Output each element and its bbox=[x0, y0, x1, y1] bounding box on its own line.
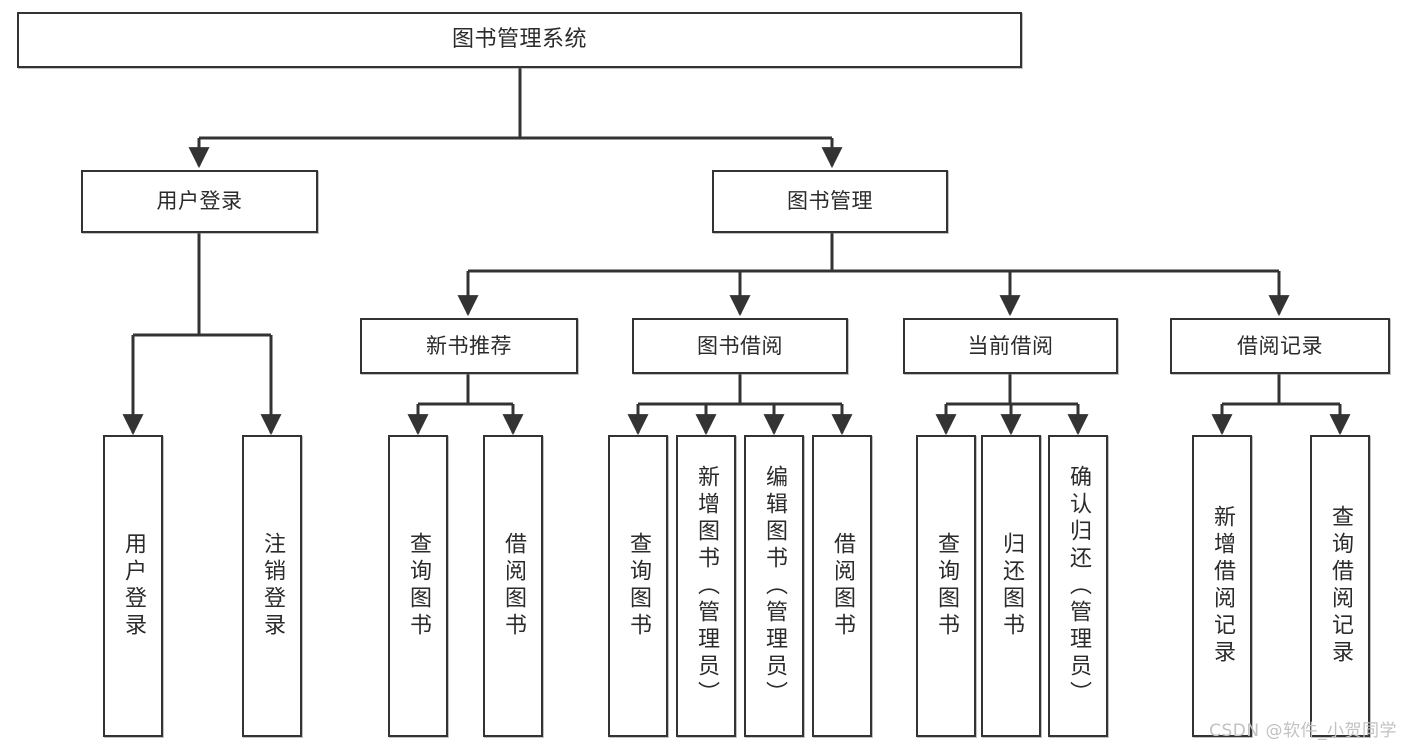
node-user-login[interactable]: 用户登录 bbox=[81, 170, 318, 233]
node-label: 注销登录 bbox=[260, 532, 285, 640]
node-label: 借阅图书 bbox=[830, 532, 855, 640]
node-label: 借阅记录 bbox=[1237, 333, 1323, 358]
node-label: 确认归还（管理员） bbox=[1066, 464, 1091, 708]
node-label: 查询图书 bbox=[934, 532, 959, 640]
node-label: 当前借阅 bbox=[967, 333, 1054, 358]
node-leaf-borrow-book-recommend[interactable]: 借阅图书 bbox=[483, 435, 543, 737]
node-leaf-query-book-borrow[interactable]: 查询图书 bbox=[608, 435, 668, 737]
node-leaf-add-borrow-record[interactable]: 新增借阅记录 bbox=[1192, 435, 1252, 737]
node-leaf-return-book[interactable]: 归还图书 bbox=[981, 435, 1041, 737]
node-leaf-query-book-current[interactable]: 查询图书 bbox=[916, 435, 976, 737]
node-leaf-user-login[interactable]: 用户登录 bbox=[103, 435, 163, 737]
node-label: 查询图书 bbox=[626, 532, 651, 640]
node-leaf-add-book-admin[interactable]: 新增图书（管理员） bbox=[676, 435, 736, 737]
node-book-borrow[interactable]: 图书借阅 bbox=[632, 318, 848, 374]
node-book-management[interactable]: 图书管理 bbox=[712, 170, 948, 233]
node-leaf-edit-book-admin[interactable]: 编辑图书（管理员） bbox=[744, 435, 804, 737]
node-label: 图书管理系统 bbox=[451, 27, 587, 53]
node-label: 新书推荐 bbox=[426, 333, 512, 358]
node-label: 用户登录 bbox=[121, 532, 146, 640]
node-current-borrow[interactable]: 当前借阅 bbox=[903, 318, 1118, 374]
node-leaf-confirm-return-admin[interactable]: 确认归还（管理员） bbox=[1048, 435, 1108, 737]
node-label: 编辑图书（管理员） bbox=[762, 464, 787, 708]
node-leaf-logout[interactable]: 注销登录 bbox=[242, 435, 302, 737]
node-leaf-borrow-book[interactable]: 借阅图书 bbox=[812, 435, 872, 737]
node-label: 借阅图书 bbox=[501, 532, 526, 640]
node-label: 图书管理 bbox=[787, 189, 873, 214]
node-label: 用户登录 bbox=[156, 189, 243, 214]
csdn-watermark: CSDN @软件_小贺同学 bbox=[1209, 721, 1397, 741]
node-leaf-query-borrow-record[interactable]: 查询借阅记录 bbox=[1310, 435, 1370, 737]
node-root-book-management-system[interactable]: 图书管理系统 bbox=[17, 12, 1022, 68]
node-leaf-query-book-recommend[interactable]: 查询图书 bbox=[388, 435, 448, 737]
node-new-book-recommend[interactable]: 新书推荐 bbox=[360, 318, 578, 374]
node-label: 归还图书 bbox=[999, 532, 1024, 640]
node-label: 新增借阅记录 bbox=[1210, 505, 1235, 667]
node-label: 查询借阅记录 bbox=[1328, 505, 1353, 667]
node-label: 新增图书（管理员） bbox=[694, 464, 719, 708]
node-label: 图书借阅 bbox=[697, 333, 783, 358]
node-borrow-record[interactable]: 借阅记录 bbox=[1170, 318, 1390, 374]
node-label: 查询图书 bbox=[406, 532, 431, 640]
